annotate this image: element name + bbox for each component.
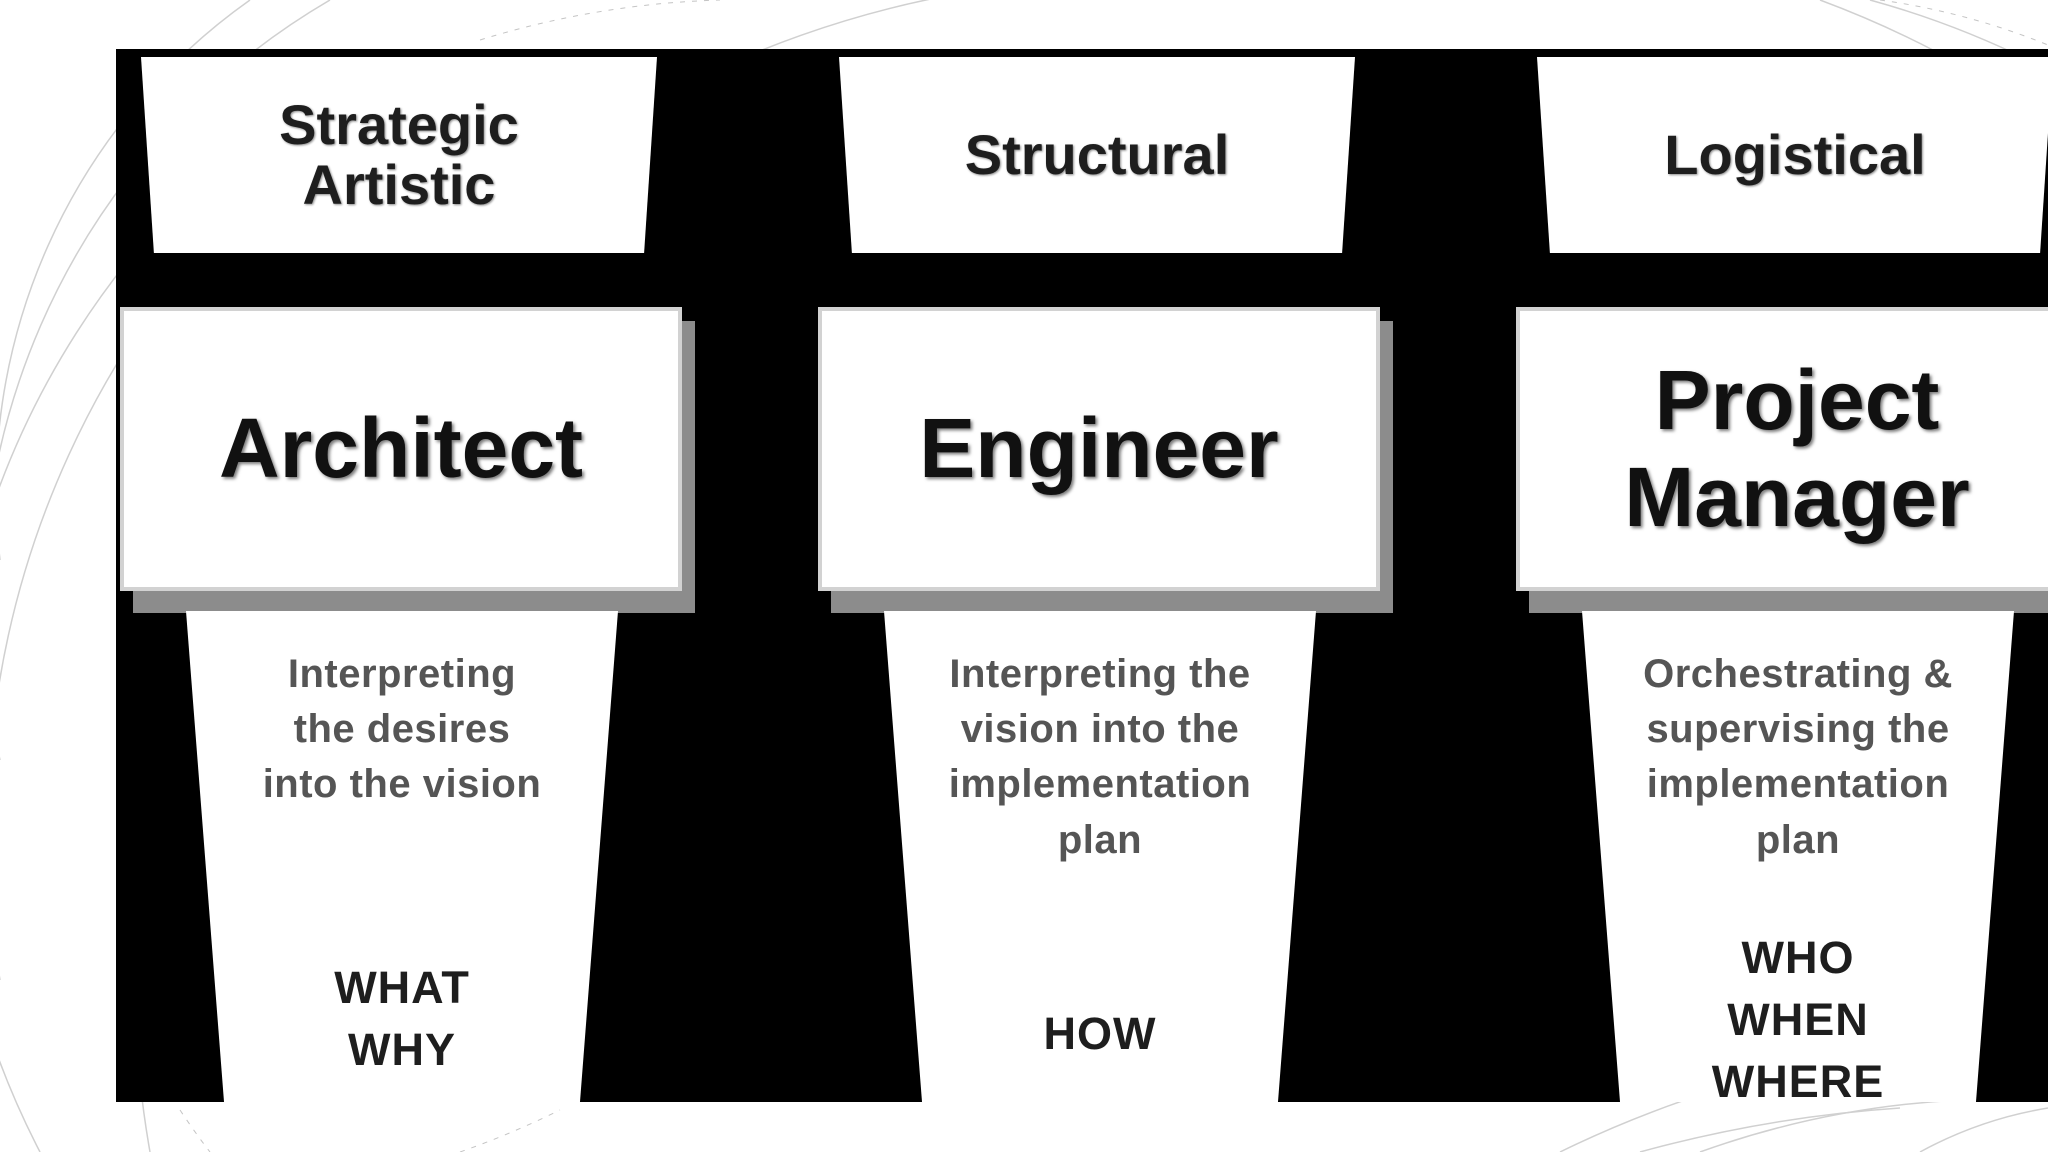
decorative-dashed-arc: [179, 1109, 211, 1152]
role-title-card: Architect: [120, 307, 682, 591]
decorative-arc: [1699, 1099, 1961, 1152]
role-detail-card: Orchestrating & supervising the implemen…: [1582, 611, 2014, 1102]
role-questions: HOW: [1043, 1008, 1157, 1059]
domain-card: Structural: [839, 57, 1355, 253]
decorative-arc: [1919, 1107, 2048, 1152]
role-description: Orchestrating & supervising the implemen…: [1643, 652, 1953, 862]
decorative-arc: [1639, 1107, 1901, 1152]
role-description: Interpreting the desires into the vision: [262, 652, 542, 807]
role-column-engineer: Structural Engineer Interpreting the vis…: [814, 49, 1514, 1102]
role-detail-card: Interpreting the desires into the vision…: [186, 611, 618, 1102]
role-column-architect: Strategic Artistic Architect Interpretin…: [116, 49, 816, 1102]
role-questions: WHAT WHY: [334, 962, 470, 1076]
role-column-project-manager: Logistical Project Manager Orchestrating…: [1512, 49, 2048, 1102]
decorative-dashed-arc: [459, 1109, 561, 1152]
role-title-card: Project Manager: [1516, 307, 2048, 591]
role-questions: WHO WHEN WHERE: [1711, 932, 1885, 1102]
decorative-dashed-arc: [1879, 0, 2048, 46]
role-description: Interpreting the vision into the impleme…: [948, 652, 1252, 862]
domain-card: Strategic Artistic: [141, 57, 657, 253]
domain-card: Logistical: [1537, 57, 2048, 253]
roles-diagram-panel: Strategic Artistic Architect Interpretin…: [116, 49, 2048, 1102]
decorative-dashed-arc: [479, 0, 721, 41]
role-detail-card: Interpreting the vision into the impleme…: [884, 611, 1316, 1102]
role-title-card: Engineer: [818, 307, 1380, 591]
